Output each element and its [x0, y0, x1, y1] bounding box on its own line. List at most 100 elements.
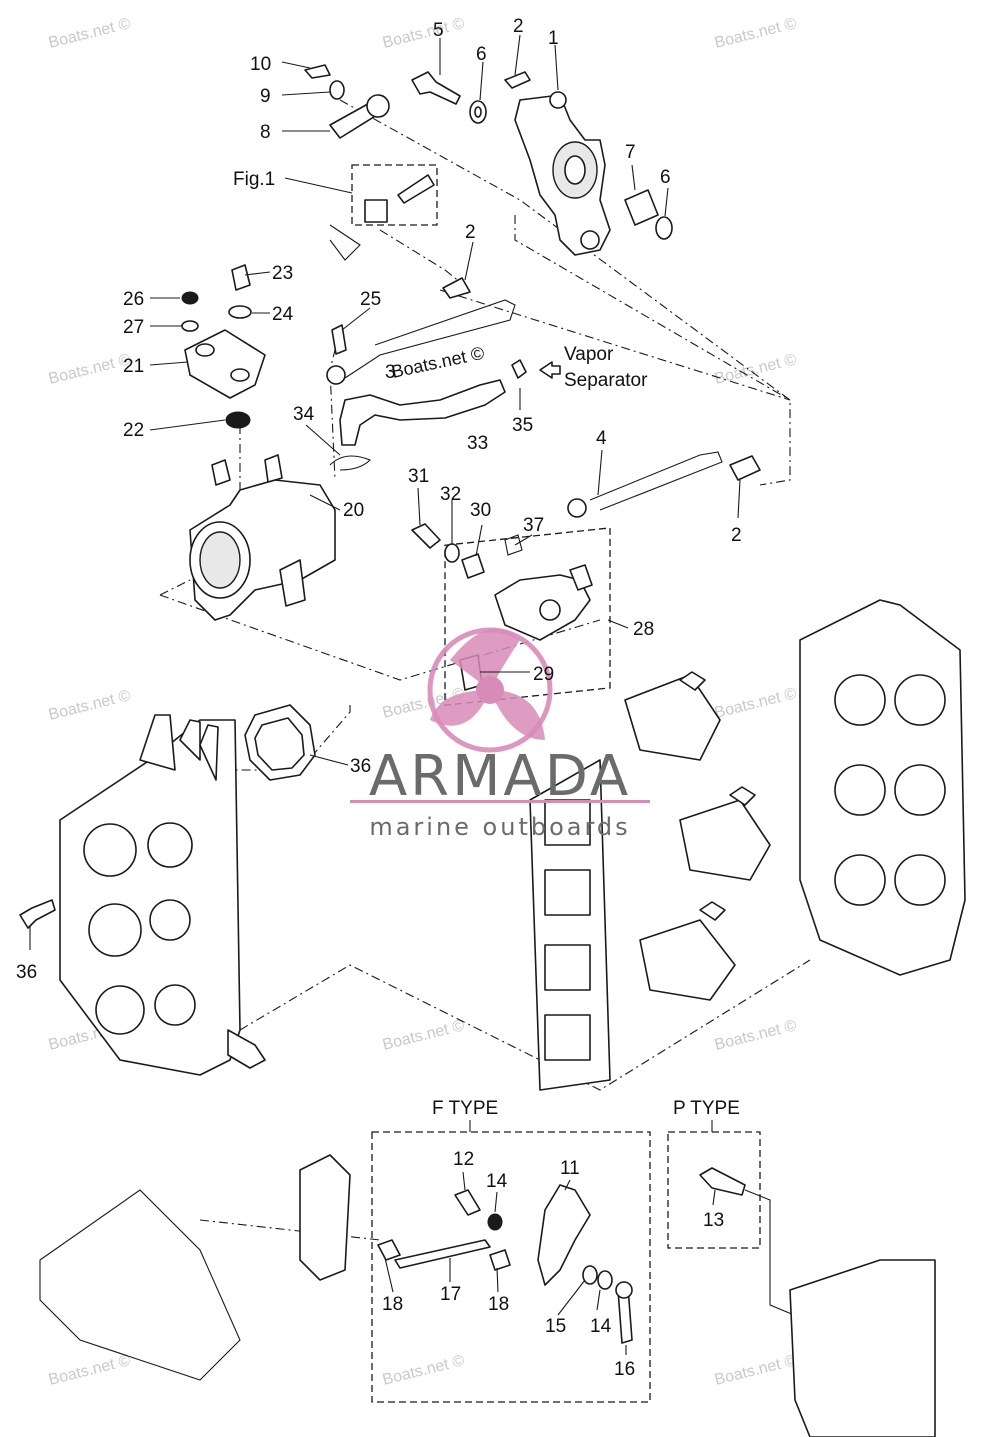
clip [304, 64, 331, 79]
callout-19: 20 [343, 500, 364, 521]
clip [504, 71, 531, 89]
throttle-body [189, 454, 336, 621]
callout-30: 31 [408, 466, 429, 487]
fig1-detail [284, 164, 438, 261]
bolt [699, 1167, 746, 1196]
watermark: Boats.net © [713, 351, 799, 388]
callout-4: 4 [596, 428, 607, 449]
sensor-box [444, 527, 611, 706]
washer [329, 80, 345, 100]
lever [537, 1184, 591, 1286]
callout-26: 27 [123, 317, 144, 338]
callout-22: 23 [272, 263, 293, 284]
bolt [411, 523, 441, 549]
callout-20: 21 [123, 356, 144, 377]
callout-24: 25 [360, 289, 381, 310]
callout-21: 22 [123, 420, 144, 441]
callouts: 10 9 8 5 6 2 1 7 6 2 23 26 24 25 27 21 3… [16, 16, 742, 1380]
fig1-box [351, 164, 438, 226]
callout-25: 26 [123, 289, 144, 310]
hose-clip [329, 455, 371, 471]
watermark: Boats.net © [381, 1017, 467, 1054]
armada-logo: ARMADA marine outboards [350, 627, 650, 841]
clip [442, 277, 471, 299]
watermark: Boats.net © [713, 1352, 799, 1389]
clip [729, 455, 761, 481]
reed-valves [624, 671, 771, 1001]
bolt [411, 71, 461, 105]
callout-34: 35 [512, 415, 533, 436]
watermark: Boats.net © [381, 1352, 467, 1389]
callout-17: 17 [440, 1284, 461, 1305]
accelerator-rod [567, 451, 761, 518]
bolt [331, 324, 347, 355]
rod [394, 1239, 491, 1269]
p-type-assembly [667, 1120, 936, 1437]
watermark: Boats.net © [713, 15, 799, 52]
callout-13: 13 [703, 1210, 724, 1231]
bolt [729, 786, 756, 806]
brand-tagline: marine outboards [369, 813, 630, 841]
callout-2a: 2 [513, 16, 524, 37]
callout-6b: 6 [660, 167, 671, 188]
callout-16: 16 [614, 1359, 635, 1380]
bolt [699, 901, 726, 921]
callout-35: 36 [350, 756, 371, 777]
leader-lines [29, 34, 741, 1355]
callout-37: 37 [523, 515, 544, 536]
fuel-hose [339, 379, 506, 446]
p-type-label: P TYPE [673, 1098, 740, 1119]
callout-15: 15 [545, 1316, 566, 1337]
callout-32: 33 [467, 433, 488, 454]
callout-3: 3 [385, 362, 396, 383]
collar [461, 553, 485, 579]
callout-14a: 14 [486, 1171, 508, 1192]
bolt [19, 899, 56, 929]
callout-1: 1 [548, 28, 559, 49]
callout-18a: 18 [382, 1294, 403, 1315]
watermark: Boats.net © [47, 15, 133, 52]
throttle-lever-assembly [304, 64, 673, 256]
callout-29: 30 [470, 500, 491, 521]
callout-9: 9 [260, 86, 271, 107]
fig1-label: Fig.1 [233, 169, 275, 190]
watermark: Boats.net © [47, 351, 133, 388]
arrow-icon [539, 361, 561, 379]
link-rod [326, 277, 516, 385]
washer [655, 216, 673, 240]
intake-manifold [19, 714, 266, 1076]
watermark: Boats.net © [47, 687, 133, 724]
joint [377, 1239, 401, 1261]
sensor-assembly [411, 523, 611, 706]
callout-2c: 2 [731, 525, 742, 546]
callout-18b: 18 [488, 1294, 509, 1315]
callout-7: 7 [625, 142, 636, 163]
callout-5: 5 [433, 20, 444, 41]
crankcase [799, 599, 966, 976]
f-type-box [371, 1131, 651, 1403]
f-type-assembly [39, 1120, 651, 1403]
callout-36: 36 [16, 962, 37, 983]
callout-11: 11 [560, 1158, 580, 1179]
reed-plate-gasket [529, 759, 611, 1091]
callout-6: 6 [476, 44, 487, 65]
assembly-lines [159, 99, 811, 1241]
hose-clamp [511, 359, 527, 379]
watermark: Boats.net © [713, 1017, 799, 1054]
callout-10: 10 [250, 54, 271, 75]
p-type-box [667, 1131, 761, 1249]
gasket [244, 704, 316, 781]
callout-33: 34 [293, 404, 315, 425]
callout-28: 29 [533, 664, 554, 685]
washer [444, 543, 460, 563]
callout-31: 32 [440, 484, 461, 505]
callout-8: 8 [260, 122, 271, 143]
callout-27: 28 [633, 619, 654, 640]
callout-14b: 14 [590, 1316, 612, 1337]
bolt [679, 671, 706, 691]
brand-name: ARMADA [369, 744, 631, 809]
f-type-label: F TYPE [432, 1098, 498, 1119]
callout-23: 24 [272, 304, 294, 325]
watermark: Boats.net © [381, 15, 467, 52]
